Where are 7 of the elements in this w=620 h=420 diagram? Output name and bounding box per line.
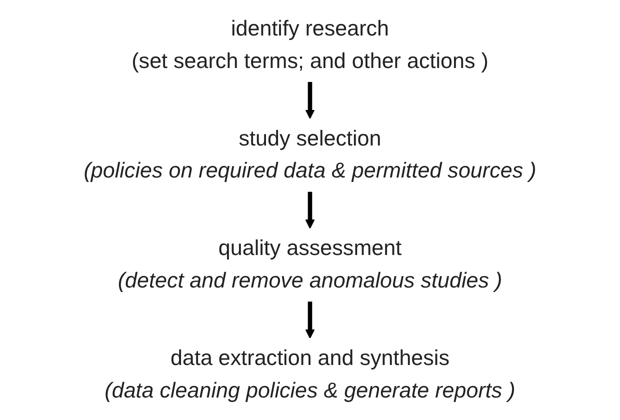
arrow [305, 192, 315, 229]
node-text: identify research (set search terms; and other actions ) [132, 17, 488, 74]
arrow [305, 302, 315, 339]
arrow [305, 82, 315, 119]
node-text: data extraction and synthesis (data cleaning policies & generate reports ) [104, 346, 516, 403]
node-text: study selection (policies on required data & permitted sources ) [84, 127, 536, 184]
node-text: quality assessment (detect and remove anomalous studies ) [118, 236, 502, 293]
